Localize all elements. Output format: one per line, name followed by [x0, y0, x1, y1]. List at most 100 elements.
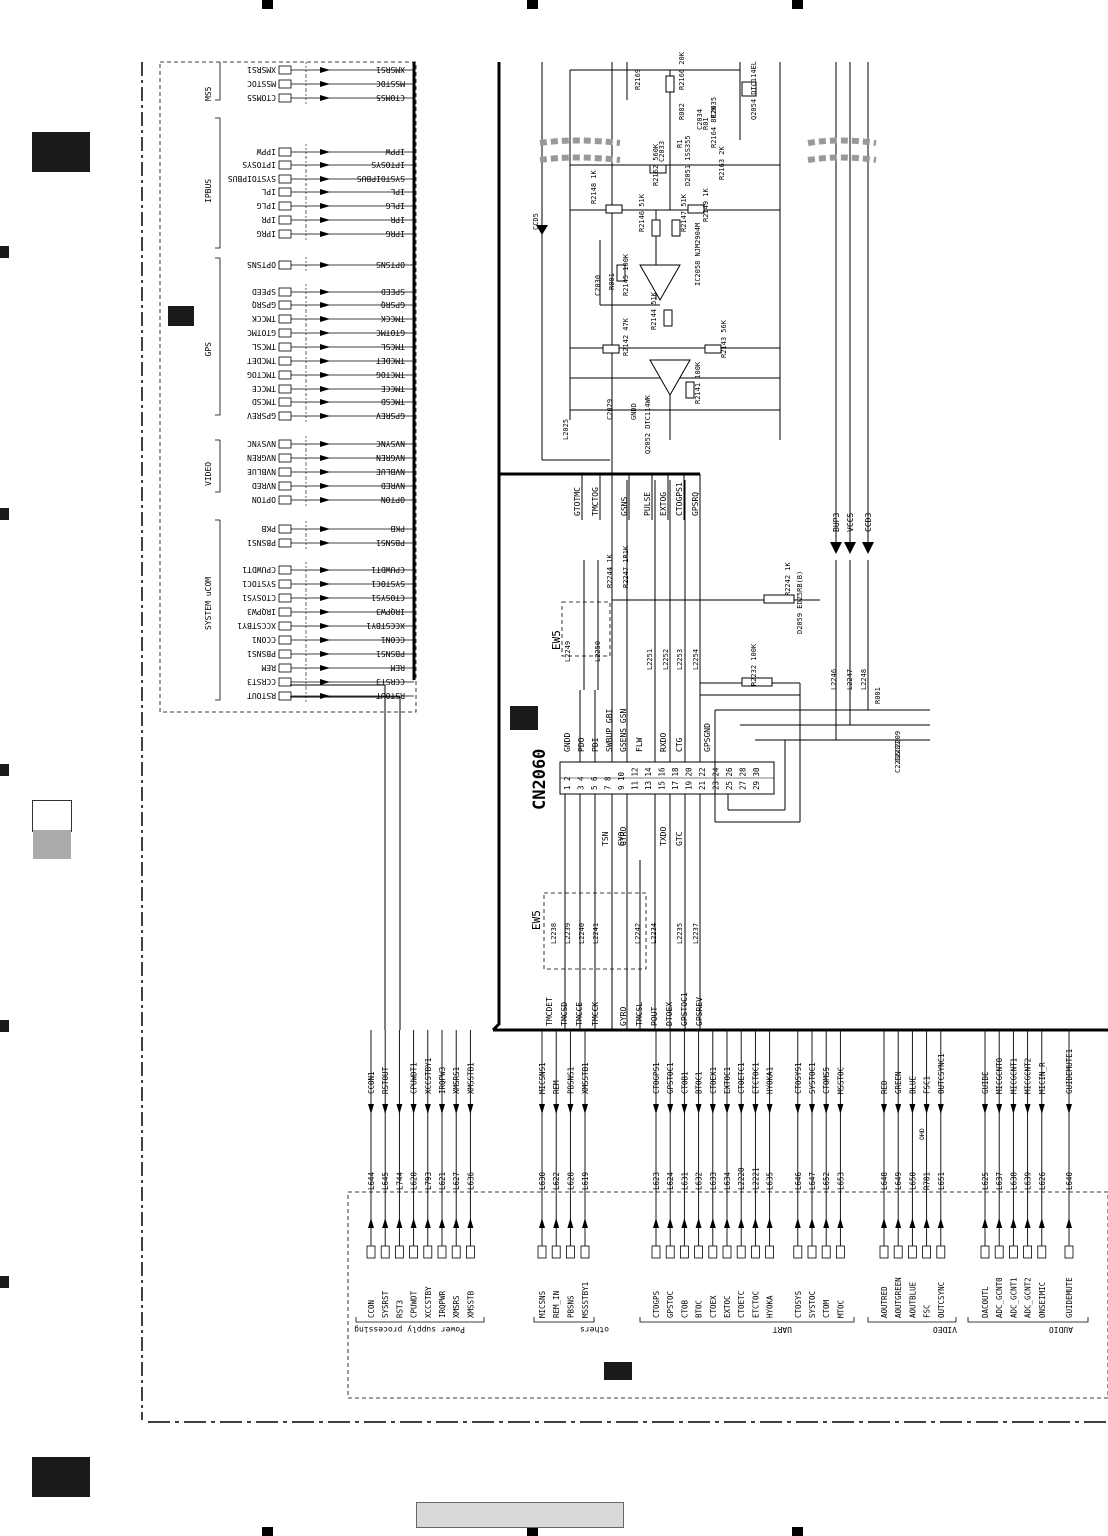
pin-box: [821, 1245, 831, 1259]
pin-label: XCCSTBY: [424, 1286, 433, 1318]
pin-label: TMCSL: [252, 342, 276, 351]
inductor-label: L649: [894, 1172, 903, 1190]
inductor-label: L640: [1065, 1171, 1074, 1190]
power-rail-label: VCC5: [846, 513, 855, 532]
bus-signal-label: TMCCK: [381, 314, 405, 323]
pin-box: [836, 1245, 845, 1259]
pin-label: GPSTOC: [666, 1291, 675, 1318]
component-label: R2144 51K: [650, 291, 658, 330]
component-label: L2238: [550, 923, 558, 944]
bus-signal-label: CTOEX1: [709, 1067, 718, 1094]
component-label: C2033: [658, 141, 666, 162]
pin-number: 5 6: [590, 776, 599, 790]
pin-signal-label: GTC: [675, 831, 684, 846]
pin-box: [936, 1245, 946, 1259]
pin-box: [680, 1245, 689, 1259]
pin-label: TMCTOG: [247, 370, 276, 379]
pin-label: FSC: [923, 1304, 932, 1318]
pin-signal-label: GYO: [617, 831, 626, 846]
signal-label: GSNS: [620, 497, 629, 516]
pin-label: ONSEIMIC: [1038, 1282, 1047, 1318]
row-marker: [0, 1276, 9, 1288]
pin-signal-label: GPSGND: [703, 723, 712, 752]
component-label: L2251: [646, 649, 654, 670]
section-tab-gray: [33, 830, 71, 859]
pin-box: [278, 300, 292, 310]
pin-label: NVSYNC: [247, 439, 276, 448]
pin-label: NVBLUE: [247, 467, 276, 476]
page-number-box: [416, 1502, 624, 1528]
pin-box: [366, 1245, 376, 1259]
bus-signal-label: SYSTOC1: [371, 579, 405, 588]
pin-box: [908, 1245, 917, 1259]
pin-box: [278, 314, 292, 324]
connector-label: CN2060: [530, 749, 550, 810]
signal-label: TMCSL: [635, 1002, 644, 1026]
pin-box: [278, 174, 292, 184]
bus-signal-label: CCRST3: [376, 677, 405, 686]
pin-box: [278, 370, 292, 380]
section-tab-top: [32, 132, 90, 172]
bus-signal-label: OPTON: [381, 495, 405, 504]
pin-box: [651, 1245, 661, 1259]
pin-label: CTOGPS: [652, 1290, 661, 1318]
bus-signal-label: XMSSTB1: [466, 1062, 475, 1094]
pin-label: IRQPWR: [438, 1290, 447, 1318]
row-marker: [0, 508, 9, 520]
signal-label: POUT: [650, 1007, 659, 1026]
bus-signal-label: TMCSL: [381, 342, 405, 351]
pin-box: [278, 229, 292, 239]
component-label: R2162 560K: [652, 143, 660, 186]
resistor-value-label: OHD: [918, 1128, 926, 1140]
component-label: L2252: [662, 649, 670, 670]
bus-signal-label: PBSNS1: [566, 1067, 575, 1094]
inductor-label: L638: [1009, 1171, 1018, 1190]
inductor-label: L646: [794, 1171, 803, 1190]
inductor-label: L625: [981, 1172, 990, 1190]
component-label: C2206: [894, 752, 902, 773]
component-label: R2148 1K: [590, 169, 598, 204]
component-label: R2169: [634, 69, 642, 90]
pin-signal-label: RXDO: [659, 733, 668, 752]
component-label: D2051 1SS355: [684, 135, 692, 186]
component-label: C2034: [696, 109, 704, 130]
pin-signal-label: SWBUP GBI: [605, 708, 614, 752]
pin-label: CTOM: [822, 1299, 831, 1318]
pin-number: 19 20: [685, 767, 694, 790]
inductor-label: L619: [581, 1172, 590, 1190]
component-label: Q2052 DTC114WK: [644, 394, 652, 454]
bus-signal-label: HYOKA1: [766, 1067, 775, 1094]
component-label: L2240: [578, 923, 586, 944]
group-label: others: [580, 1325, 609, 1334]
bus-signal-label: GPSTOC1: [666, 1062, 675, 1094]
pin-number: 17 18: [671, 767, 680, 790]
inductor-label: L650: [908, 1171, 917, 1190]
component-label: D2059 EDZ5RB(B): [796, 571, 804, 634]
pin-label: PBSNS: [566, 1295, 575, 1318]
pin-label: RST3: [395, 1300, 404, 1318]
signal-label: TMCCK: [591, 1002, 600, 1026]
pin-box: [278, 328, 292, 338]
pin-box: [278, 201, 292, 211]
pin-box: [278, 342, 292, 352]
inductor-label: L651: [937, 1172, 946, 1190]
row-marker: [0, 246, 9, 258]
pin-number: 1 2: [563, 776, 572, 790]
pin-box: [278, 579, 292, 589]
pin-label: CPUWDT1: [242, 565, 276, 574]
pin-label: BTOC: [695, 1300, 704, 1318]
inductor-label: L626: [1038, 1171, 1047, 1190]
component-label: R2244 1K: [606, 553, 614, 588]
bus-signal-label: GREEN: [894, 1071, 903, 1094]
component-label: L2249: [564, 641, 572, 662]
registration-mark: [792, 1527, 803, 1536]
block-marker: [168, 306, 194, 326]
component-label: L2239: [564, 923, 572, 944]
pin-number: 29 30: [752, 767, 761, 790]
pin-box: [278, 287, 292, 297]
component-label: R2146 51K: [638, 193, 646, 232]
pin-box: [278, 635, 292, 645]
